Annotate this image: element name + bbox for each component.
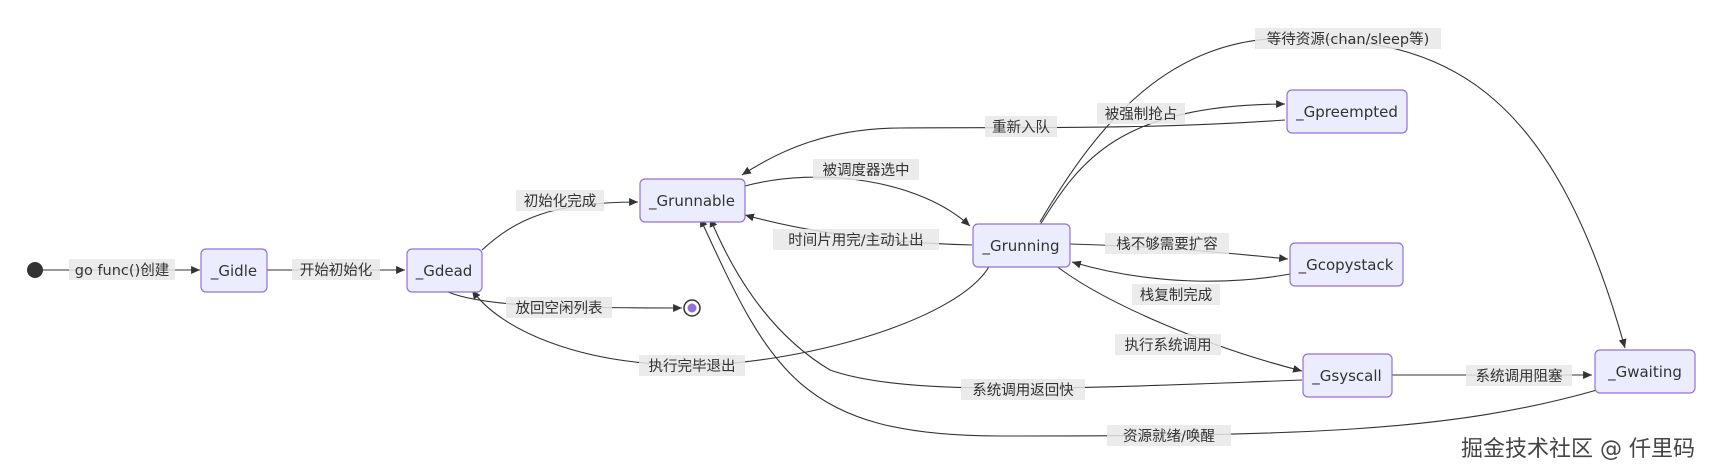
svg-text:放回空闲列表: 放回空闲列表 [516, 300, 603, 317]
svg-text:系统调用返回快: 系统调用返回快 [972, 382, 1074, 399]
svg-text:开始初始化: 开始初始化 [300, 262, 373, 279]
state-gsyscall: _Gsyscall [1302, 353, 1393, 398]
start-state-icon [27, 262, 43, 278]
label-gdead-to-grunnable: 初始化完成 [516, 190, 604, 211]
svg-text:等待资源(chan/sleep等): 等待资源(chan/sleep等) [1267, 30, 1430, 48]
state-gsyscall-label: _Gsyscall [1311, 367, 1381, 386]
label-grunning-to-gsyscall: 执行系统调用 [1115, 334, 1221, 355]
end-state-icon [683, 299, 701, 317]
label-grunning-to-gwaiting: 等待资源(chan/sleep等) [1255, 28, 1441, 49]
edge-gpreempted-to-grunnable [741, 119, 1286, 176]
state-gidle: _Gidle [200, 248, 268, 293]
svg-text:重新入队: 重新入队 [992, 119, 1050, 136]
edge-grunning-to-gpreempted [1039, 100, 1286, 226]
edge-grunning-to-gsyscall [1054, 264, 1303, 373]
state-grunning: _Grunning [972, 223, 1071, 268]
svg-text:执行系统调用: 执行系统调用 [1125, 337, 1212, 354]
label-grunnable-to-grunning: 被调度器选中 [813, 159, 919, 180]
state-gpreempted: _Gpreempted [1286, 89, 1408, 134]
edge-grunning-to-gwaiting [1039, 37, 1627, 349]
state-gdead: _Gdead [406, 248, 483, 293]
state-grunnable-label: _Grunnable [648, 192, 735, 211]
svg-text:栈不够需要扩容: 栈不够需要扩容 [1116, 236, 1218, 253]
label-grunning-to-gpreempted: 被强制抢占 [1097, 103, 1185, 124]
state-gwaiting-label: _Gwaiting [1607, 363, 1682, 382]
label-gidle-to-gdead: 开始初始化 [292, 259, 380, 280]
edge-grunnable-to-grunning [744, 176, 971, 227]
edge-gsyscall-to-grunnable [709, 217, 1303, 389]
svg-text:go func()创建: go func()创建 [75, 262, 169, 279]
svg-text:资源就绪/唤醒: 资源就绪/唤醒 [1123, 428, 1215, 445]
label-gdead-to-end: 放回空闲列表 [506, 297, 612, 318]
svg-text:被调度器选中: 被调度器选中 [823, 162, 910, 179]
svg-text:系统调用阻塞: 系统调用阻塞 [1476, 367, 1563, 385]
label-gsyscall-to-grunnable: 系统调用返回快 [961, 379, 1085, 400]
label-gsyscall-to-gwaiting: 系统调用阻塞 [1466, 365, 1572, 386]
svg-text:栈复制完成: 栈复制完成 [1140, 286, 1213, 304]
state-gcopystack-label: _Gcopystack [1298, 256, 1394, 275]
label-start-to-gidle: go func()创建 [69, 259, 175, 280]
state-gcopystack: _Gcopystack [1289, 242, 1404, 287]
label-grunning-to-grunnable: 时间片用完/主动让出 [773, 229, 939, 250]
label-gcopystack-to-grunning: 栈复制完成 [1132, 284, 1220, 305]
edge-gdead-to-grunnable [481, 198, 639, 251]
edge-gcopystack-to-grunning [1071, 260, 1291, 282]
svg-text:时间片用完/主动让出: 时间片用完/主动让出 [788, 232, 923, 249]
label-grunning-to-gdead: 执行完毕退出 [639, 355, 745, 376]
state-gpreempted-label: _Gpreempted [1295, 103, 1398, 122]
svg-text:执行完毕退出: 执行完毕退出 [649, 358, 736, 375]
state-grunnable: _Grunnable [639, 178, 746, 223]
state-gidle-label: _Gidle [210, 262, 257, 281]
state-grunning-label: _Grunning [981, 237, 1059, 256]
label-gwaiting-to-grunnable: 资源就绪/唤醒 [1107, 425, 1231, 446]
label-grunning-to-gcopystack: 栈不够需要扩容 [1105, 233, 1229, 254]
watermark-text: 掘金技术社区 @ 仟里码 [1461, 437, 1695, 462]
svg-text:被强制抢占: 被强制抢占 [1105, 105, 1178, 123]
edge-gwaiting-to-grunnable [699, 217, 1598, 437]
state-gdead-label: _Gdead [415, 262, 473, 281]
state-gwaiting: _Gwaiting [1594, 349, 1696, 394]
label-gpreempted-to-grunnable: 重新入队 [985, 116, 1057, 137]
svg-text:初始化完成: 初始化完成 [524, 193, 597, 210]
